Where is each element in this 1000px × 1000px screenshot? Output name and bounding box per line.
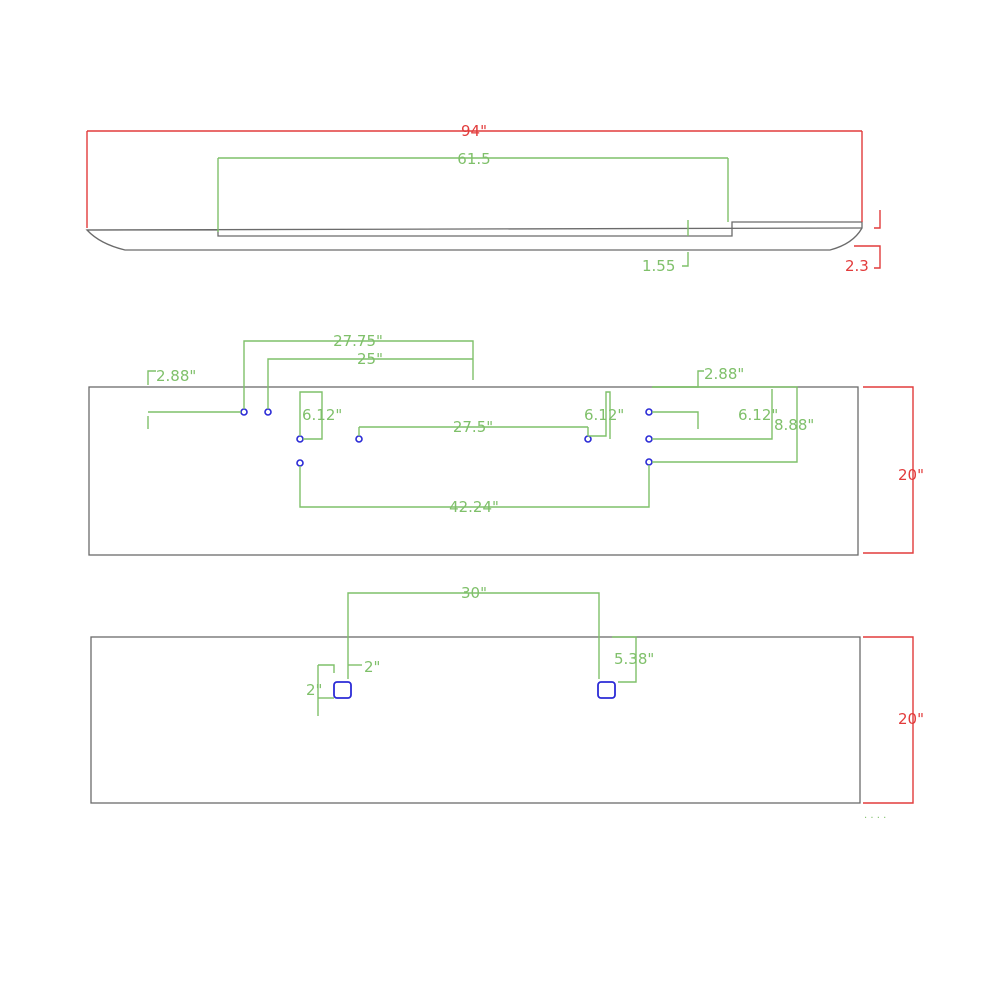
dim-27-5-label: 27.5" <box>453 418 493 436</box>
dim-8-88-line <box>652 386 798 463</box>
hole <box>240 408 248 416</box>
hole <box>296 435 304 443</box>
dim-20-bottom-label: 20" <box>898 710 924 728</box>
dim-27-75-line <box>243 340 474 409</box>
dim-6-12-c-line <box>652 389 773 440</box>
square-hole <box>333 681 352 699</box>
dim-6-12-a-label: 6.12" <box>302 406 342 424</box>
bottom-view: 30" 2" 2" 5.38" 20" . . . . <box>90 584 924 821</box>
dim-61-5-label: 61.5 <box>457 150 490 168</box>
square-hole <box>597 681 616 699</box>
dim-2-h-label: 2" <box>364 658 380 676</box>
hole <box>296 459 304 467</box>
dim-20-middle-label: 20" <box>898 466 924 484</box>
top-view: 94" 61.5 1.55 2.3 <box>85 122 881 275</box>
bottom-panel-outline <box>90 636 861 804</box>
dim-6-12-b-line <box>588 391 611 439</box>
dim-2-88-left-leader <box>147 370 156 385</box>
dim-2-88-left-label: 2.88" <box>156 367 196 385</box>
dim-5-38-line <box>612 636 637 683</box>
middle-panel-outline <box>88 386 859 556</box>
dim-1-55-leader <box>682 252 689 267</box>
dim-25-label: 25" <box>357 350 383 368</box>
dim-30-label: 30" <box>461 584 487 602</box>
dim-94-label: 94" <box>461 122 487 140</box>
dim-8-88-label: 8.88" <box>774 416 814 434</box>
hole <box>645 458 653 466</box>
dim-5-38-label: 5.38" <box>614 650 654 668</box>
hole <box>355 435 363 443</box>
dim-6-12-c-label: 6.12" <box>738 406 778 424</box>
dim-2-88-right-base <box>652 411 699 429</box>
dim-2-3-lower <box>854 245 881 269</box>
middle-view: 2.88" 27.75" 25" 6.12" 27.5" 6.12" 2.88"… <box>88 332 924 556</box>
bumper-profile-outline <box>85 221 863 251</box>
dim-2-88-right-leader <box>652 370 704 388</box>
dim-42-24-label: 42.24" <box>449 498 499 516</box>
dim-27-75-label: 27.75" <box>333 332 383 350</box>
hole <box>645 435 653 443</box>
dim-25-line <box>267 358 473 409</box>
dim-20-middle-line <box>863 386 914 554</box>
dim-20-bottom-line <box>863 636 914 804</box>
dim-2-v-label: 2" <box>306 681 322 699</box>
bottom-footnote: . . . . <box>864 810 886 821</box>
dim-6-12-b-label: 6.12" <box>584 406 624 424</box>
dim-42-24-line <box>299 465 650 508</box>
hole <box>584 435 592 443</box>
profile-inner-line <box>86 227 863 231</box>
dim-2-h-line <box>318 664 335 673</box>
dim-1-55-label: 1.55 <box>642 257 675 275</box>
dim-2-3-label: 2.3 <box>845 257 869 275</box>
hole <box>264 408 272 416</box>
dim-6-12-a-line <box>299 391 323 440</box>
dim-2-88-right-label: 2.88" <box>704 365 744 383</box>
hole <box>645 408 653 416</box>
dim-2-3-upper <box>874 210 881 229</box>
dim-30-line <box>347 592 600 679</box>
